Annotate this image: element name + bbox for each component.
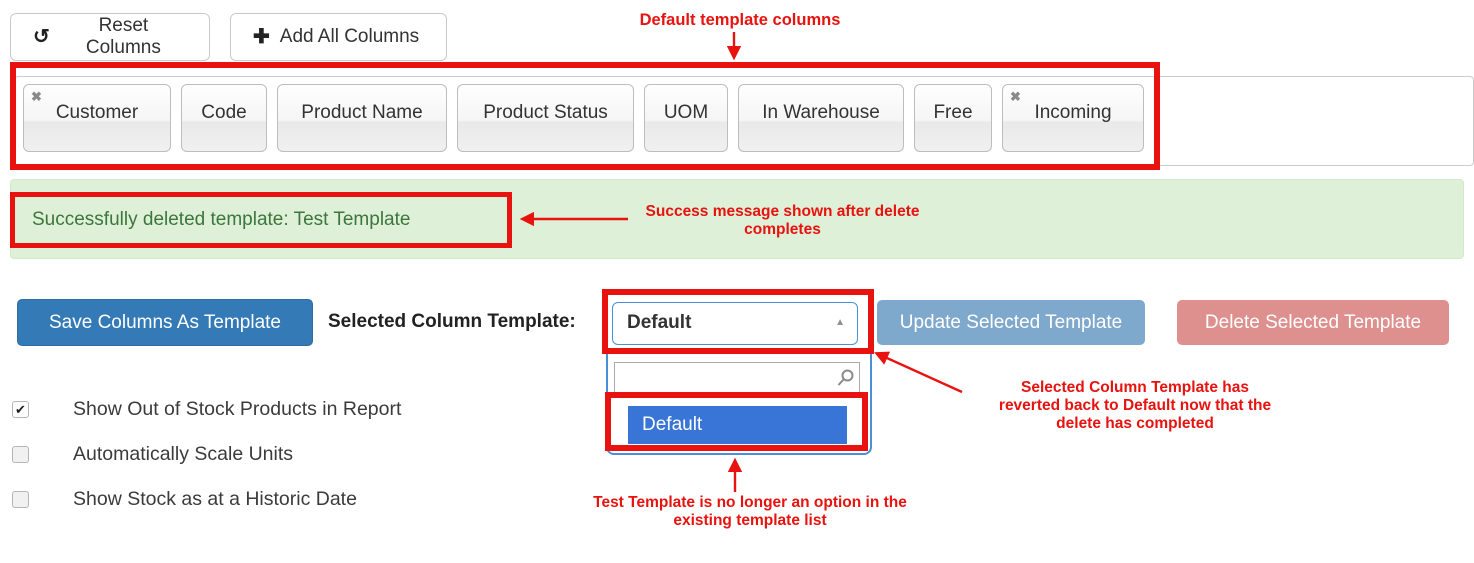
update-selected-template-button[interactable]: Update Selected Template bbox=[877, 300, 1145, 345]
checkbox-unchecked-icon[interactable] bbox=[12, 446, 29, 463]
checkbox-label: Show Out of Stock Products in Report bbox=[73, 398, 402, 420]
reset-columns-label: Reset Columns bbox=[85, 15, 161, 58]
column-chip-label: In Warehouse bbox=[762, 102, 880, 123]
column-chip-label: Free bbox=[933, 102, 973, 123]
template-option-default[interactable]: Default bbox=[628, 406, 847, 444]
column-chip-incoming[interactable]: ✖ Incoming bbox=[1002, 84, 1144, 152]
success-alert-message: Successfully deleted template: Test Temp… bbox=[32, 209, 411, 230]
delete-selected-template-button[interactable]: Delete Selected Template bbox=[1177, 300, 1449, 345]
checkbox-label: Automatically Scale Units bbox=[73, 443, 294, 465]
column-chip-label: Incoming bbox=[1034, 102, 1112, 123]
add-all-columns-button[interactable]: ✚ Add All Columns bbox=[230, 13, 447, 61]
plus-icon: ✚ bbox=[253, 26, 270, 48]
column-chip-product-status[interactable]: Product Status bbox=[457, 84, 634, 152]
save-columns-as-template-button[interactable]: Save Columns As Template bbox=[17, 299, 313, 346]
column-chip-label: Product Status bbox=[483, 102, 608, 123]
column-chip-free[interactable]: Free bbox=[914, 84, 992, 152]
annotation-line: Selected Column Template has bbox=[1021, 379, 1249, 396]
annotation-reverted-to-default: Selected Column Template has reverted ba… bbox=[940, 379, 1330, 433]
template-select-value: Default bbox=[627, 312, 692, 333]
checkbox-automatically-scale-units[interactable]: Automatically Scale Units bbox=[12, 443, 293, 466]
reset-icon: ↺ bbox=[33, 26, 50, 48]
remove-column-icon[interactable]: ✖ bbox=[31, 89, 42, 104]
checkbox-show-stock-historic-date[interactable]: Show Stock as at a Historic Date bbox=[12, 488, 357, 511]
add-all-columns-label: Add All Columns bbox=[279, 26, 420, 47]
checkbox-label: Show Stock as at a Historic Date bbox=[73, 488, 357, 510]
annotation-test-template-removed: Test Template is no longer an option in … bbox=[560, 494, 940, 530]
column-chip-label: Product Name bbox=[301, 102, 423, 123]
checkbox-checked-icon[interactable]: ✔ bbox=[12, 401, 29, 418]
remove-column-icon[interactable]: ✖ bbox=[1010, 89, 1021, 104]
annotation-line: existing template list bbox=[673, 512, 827, 529]
column-chip-label: Customer bbox=[55, 102, 139, 123]
annotation-default-template-columns: Default template columns bbox=[639, 11, 841, 29]
search-icon bbox=[837, 369, 854, 386]
column-chip-label: Code bbox=[201, 102, 247, 123]
column-chip-customer[interactable]: ✖ Customer bbox=[23, 84, 171, 152]
template-search-input[interactable] bbox=[614, 362, 860, 394]
column-chip-code[interactable]: Code bbox=[181, 84, 267, 152]
column-chip-uom[interactable]: UOM bbox=[644, 84, 728, 152]
checkbox-unchecked-icon[interactable] bbox=[12, 491, 29, 508]
annotation-line: delete has completed bbox=[1056, 415, 1214, 432]
checkbox-show-out-of-stock[interactable]: ✔ Show Out of Stock Products in Report bbox=[12, 398, 401, 421]
column-chip-in-warehouse[interactable]: In Warehouse bbox=[738, 84, 904, 152]
column-chips-row: ✖ Customer Code Product Name Product Sta… bbox=[23, 84, 1144, 152]
caret-up-icon: ▲ bbox=[835, 317, 845, 328]
column-chip-product-name[interactable]: Product Name bbox=[277, 84, 447, 152]
selected-column-template-label: Selected Column Template: bbox=[328, 311, 576, 332]
annotation-line: reverted back to Default now that the bbox=[998, 397, 1272, 414]
annotation-line: Test Template is no longer an option in … bbox=[593, 494, 907, 511]
reset-columns-button[interactable]: ↺ Reset Columns bbox=[10, 13, 210, 61]
template-select[interactable]: Default ▲ bbox=[612, 302, 858, 345]
column-chip-label: UOM bbox=[663, 102, 709, 123]
